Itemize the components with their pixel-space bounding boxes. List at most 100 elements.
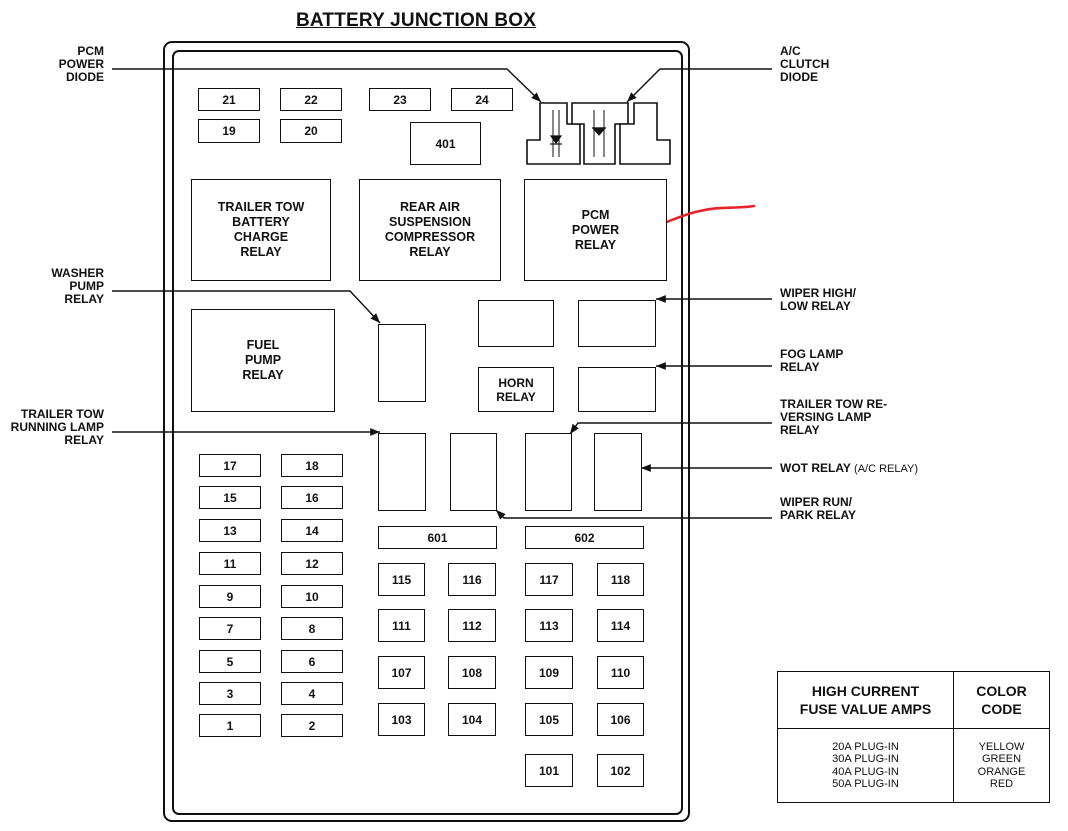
label-line: LOW RELAY [780,299,851,313]
table-cell: YELLOW [978,740,1025,753]
header-line: CODE [981,701,1022,717]
table-cell: RED [989,778,1014,790]
fog-lamp-relay [578,367,656,412]
ac-clutch-diode-leader [626,68,772,103]
table-cell: ORANGE [977,765,1026,778]
fuse-2: 2 [281,714,343,737]
fuse-4: 4 [281,682,343,705]
table-cell: GREEN [981,753,1022,765]
label-note: (A/C RELAY) [854,463,919,475]
label-line: VERSING LAMP [780,410,872,424]
fuse-108: 108 [448,656,496,689]
fuel-pump-relay: FUEL PUMP RELAY [191,309,335,412]
fuse-20: 20 [280,119,342,143]
label-line: RELAY [64,433,104,447]
relay-text: PCM [581,207,610,222]
header-line: HIGH CURRENT [811,683,920,699]
fuse-118: 118 [597,563,644,596]
trailer-tow-battery-charge-relay: TRAILER TOW BATTERY CHARGE RELAY [191,179,331,281]
fuse-107: 107 [378,656,425,689]
relay-text: FUEL [246,338,280,352]
fuse-109: 109 [525,656,573,689]
label-line: RUNNING LAMP [10,420,104,434]
reversing-lamp-leader [569,422,772,435]
label-line: PCM [77,44,104,58]
fuse-102: 102 [597,754,644,787]
fuse-117: 117 [525,563,573,596]
fuse-113: 113 [525,609,573,642]
label-line: FOG LAMP [780,347,844,361]
fuse-16: 16 [281,486,343,509]
table-column-values: 20A PLUG-IN 30A PLUG-IN 40A PLUG-IN 50A … [778,729,954,802]
relay-text: REAR AIR [400,200,460,214]
label-line: WOT RELAY [780,461,851,475]
trailer-tow-running-lamp-relay [378,433,426,511]
fuse-11: 11 [199,552,261,575]
trailer-tow-reversing-lamp-relay [525,433,572,511]
fuse-22: 22 [280,88,342,111]
table-header-color-code: COLOR CODE [954,672,1049,729]
relay-text: HORN [498,375,534,390]
fuse-14: 14 [281,519,343,542]
relay-text: BATTERY [232,215,290,229]
wiper-run-park-leader [495,509,772,520]
fuse-24: 24 [451,88,513,111]
label-line: CLUTCH [780,57,830,71]
fuse-105: 105 [525,703,573,736]
fuse-114: 114 [597,609,644,642]
label-pcm-power-diode: PCM POWER DIODE [20,45,104,84]
fuse-15: 15 [199,486,261,509]
label-line: DIODE [65,70,104,84]
table-header-fuse-value: HIGH CURRENT FUSE VALUE AMPS [778,672,954,729]
fuse-106: 106 [597,703,644,736]
washer-pump-relay-leader [112,290,381,324]
fuse-13: 13 [199,519,261,542]
table-cell: 40A PLUG-IN [832,765,899,778]
wiper-run-park-relay [450,433,497,511]
fuse-17: 17 [199,454,261,477]
label-ac-clutch-diode: A/C CLUTCH DIODE [780,45,829,84]
table-column-colors: YELLOW GREEN ORANGE RED [954,729,1049,802]
table-cell: 30A PLUG-IN [832,753,899,765]
wot-relay [594,433,642,511]
fuse-116: 116 [448,563,496,596]
fuse-115: 115 [378,563,425,596]
fuse-101: 101 [525,754,573,787]
relay-text: TRAILER TOW [217,200,305,214]
pcm-power-diode-leader [112,68,542,103]
fuse-5: 5 [199,650,261,673]
relay-text: SUSPENSION [389,215,471,229]
rear-air-suspension-compressor-relay: REAR AIR SUSPENSION COMPRESSOR RELAY [359,179,501,281]
label-washer-pump-relay: WASHER PUMP RELAY [10,267,104,306]
fuse-10: 10 [281,585,343,608]
relay-text: RELAY [574,237,617,252]
label-trailer-tow-reversing-lamp-relay: TRAILER TOW RE- VERSING LAMP RELAY [780,398,887,437]
fuse-8: 8 [281,617,343,640]
relay-text: RELAY [240,245,282,259]
label-line: WIPER RUN/ [780,495,852,509]
fuse-7: 7 [199,617,261,640]
label-line: PARK RELAY [780,508,857,522]
unlabeled-relay [478,300,554,347]
label-wiper-run-park-relay: WIPER RUN/ PARK RELAY [780,496,856,522]
fuse-23: 23 [369,88,431,111]
fuse-103: 103 [378,703,425,736]
relay-text: RELAY [242,368,284,382]
wiper-high-low-relay [578,300,656,347]
horn-relay: HORN RELAY [478,367,554,412]
relay-text: PUMP [244,353,282,367]
header-line: COLOR [976,683,1027,699]
label-trailer-tow-running-lamp-relay: TRAILER TOW RUNNING LAMP RELAY [0,408,104,447]
fuse-111: 111 [378,609,425,642]
fuse-color-code-table: HIGH CURRENT FUSE VALUE AMPS COLOR CODE … [777,671,1050,803]
label-line: A/C [780,44,801,58]
relay-text: CHARGE [233,230,289,244]
table-cell: 50A PLUG-IN [832,778,899,790]
label-line: RELAY [780,360,820,374]
label-wiper-high-low-relay: WIPER HIGH/ LOW RELAY [780,287,856,313]
relay-text: POWER [571,222,620,237]
header-line: FUSE VALUE AMPS [799,701,932,717]
fuse-110: 110 [597,656,644,689]
fuse-602: 602 [525,526,644,549]
